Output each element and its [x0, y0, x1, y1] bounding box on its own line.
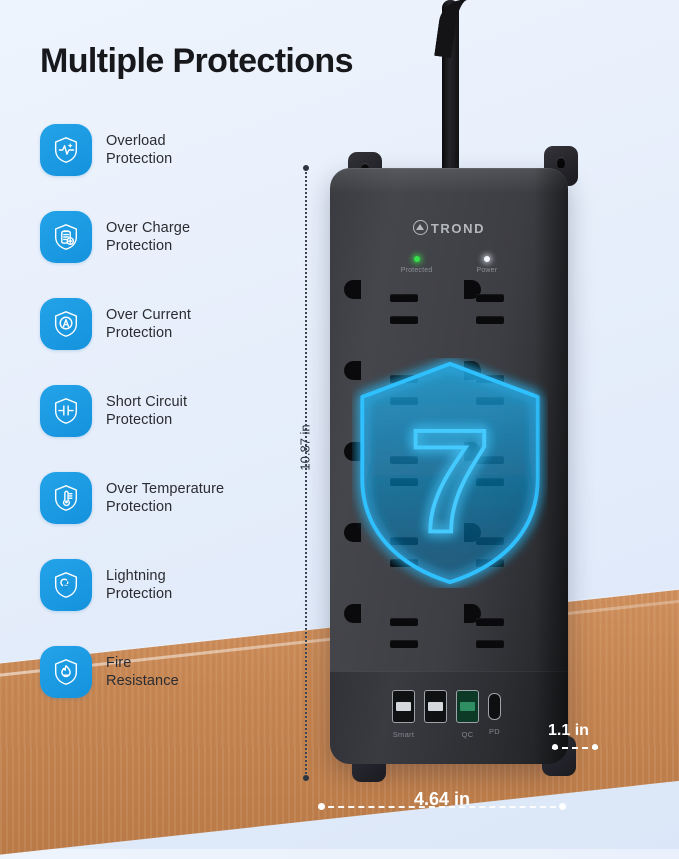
dimension-endpoint — [318, 803, 325, 810]
height-dimension-label: 10.87 in — [297, 424, 313, 471]
power-cord-bend — [434, 0, 499, 64]
port-label — [424, 730, 447, 739]
shield-overcurrent-icon — [40, 298, 92, 350]
usb-c-icon — [488, 693, 501, 720]
power-led-icon — [483, 256, 490, 262]
dimension-rule — [318, 806, 566, 808]
outlet-row — [330, 280, 568, 361]
port-label: PD — [488, 727, 501, 736]
shield-temperature-icon — [40, 472, 92, 524]
page-title: Multiple Protections — [40, 42, 354, 80]
indicator-power: Power — [476, 256, 497, 274]
body-bevel — [330, 168, 568, 194]
indicator-label: Power — [476, 267, 498, 274]
shield-overcharge-icon — [40, 211, 92, 263]
usb-port-smart-1: Smart — [392, 690, 415, 739]
usb-port-pd: PD — [488, 690, 501, 736]
width-dimension-line — [318, 800, 566, 814]
dimension-endpoint — [592, 744, 598, 750]
height-dimension-line — [303, 165, 309, 781]
usb-port-qc: QC — [456, 690, 479, 739]
width-dimension-label: 4.64 in — [318, 789, 566, 810]
port-label: Smart — [392, 730, 415, 739]
usb-a-icon — [424, 690, 447, 723]
dimension-endpoint — [303, 775, 309, 781]
width-value: 4.64 in — [413, 789, 471, 809]
depth-dimension-line — [552, 742, 598, 754]
shield-fire-icon — [40, 646, 92, 698]
power-strip-body: TROND Protected Power — [330, 168, 568, 764]
dimension-endpoint — [303, 165, 309, 171]
indicator-protected: Protected — [401, 256, 433, 274]
dimension-endpoint — [552, 744, 558, 750]
usb-a-qc-icon — [456, 690, 479, 723]
dimension-rule — [552, 747, 598, 749]
shield-lightning-icon — [40, 559, 92, 611]
power-cord — [442, 0, 459, 180]
body-side-shading — [534, 168, 568, 764]
usb-port-group: Smart QC PD — [392, 690, 501, 739]
led-indicator-group: Protected Power — [330, 256, 568, 274]
ac-outlet — [344, 361, 430, 429]
ac-outlet — [344, 604, 430, 672]
usb-port-smart-2 — [424, 690, 447, 739]
protected-led-icon — [413, 256, 420, 262]
shield-overload-icon — [40, 124, 92, 176]
usb-port-bay: Smart QC PD — [330, 671, 568, 764]
outlet-row — [330, 523, 568, 604]
ac-outlet — [344, 523, 430, 591]
ac-outlet — [464, 604, 550, 672]
outlet-row — [330, 442, 568, 523]
dimension-endpoint — [559, 803, 566, 810]
depth-dimension-label: 1.1 in — [548, 722, 589, 739]
ac-outlet — [344, 280, 430, 348]
outlet-row — [330, 361, 568, 442]
ac-outlet — [344, 442, 430, 510]
brand-logo: TROND — [330, 220, 568, 236]
usb-a-icon — [392, 690, 415, 723]
brand-name: TROND — [430, 221, 486, 236]
ac-outlet — [464, 280, 550, 348]
port-label: QC — [461, 730, 474, 739]
trond-mark-icon — [412, 220, 428, 235]
power-strip-product: TROND Protected Power — [318, 0, 580, 788]
indicator-label: Protected — [400, 267, 433, 274]
shield-shortcircuit-icon — [40, 385, 92, 437]
outlet-row — [330, 604, 568, 685]
